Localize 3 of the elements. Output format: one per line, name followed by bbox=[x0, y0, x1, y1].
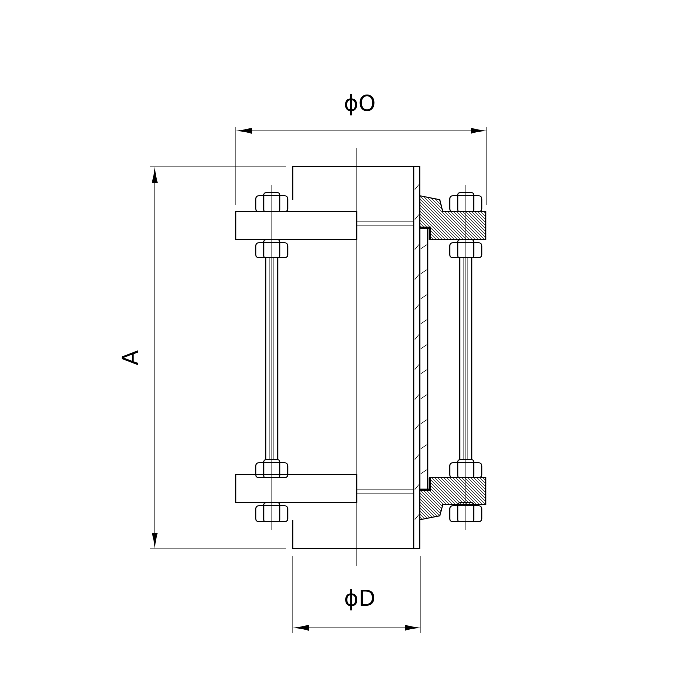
dimension-label: ϕO bbox=[345, 94, 375, 116]
dimension-label: A bbox=[122, 350, 138, 366]
dimension-label: ϕD bbox=[346, 589, 374, 611]
